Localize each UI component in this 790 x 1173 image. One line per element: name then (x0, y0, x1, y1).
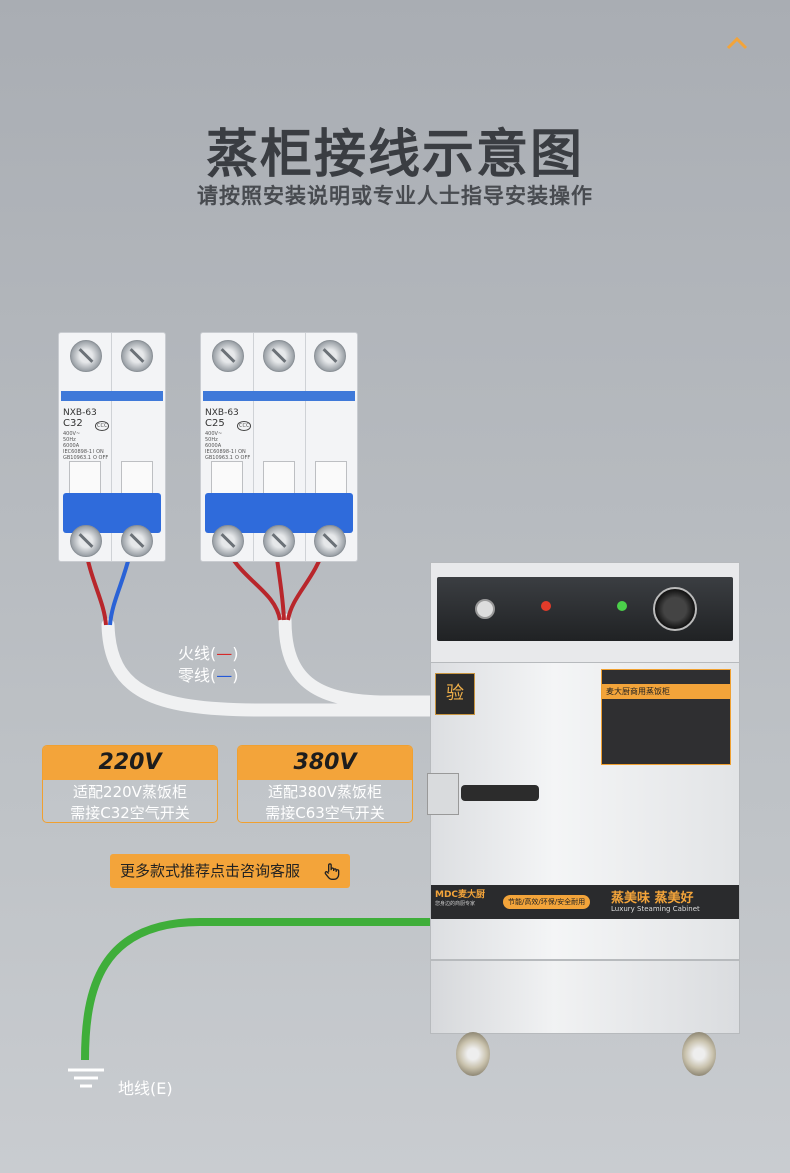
breaker-lever[interactable] (263, 461, 295, 497)
screw-icon (263, 340, 295, 372)
breaker-std2: GB10963.1 (63, 455, 91, 461)
caster-wheel-icon (456, 1032, 490, 1076)
screw-icon (70, 525, 102, 557)
brand-strip: MDC麦大厨 您身边的商厨专家 节能/高效/环保/安全耐用 蒸美味 蒸美好 Lu… (431, 885, 739, 919)
screw-icon (121, 340, 153, 372)
screw-icon (121, 525, 153, 557)
features-pill: 节能/高效/环保/安全耐用 (503, 895, 591, 909)
breaker-ccc: CCC (237, 421, 252, 431)
english-slogan: Luxury Steaming Cabinet (611, 905, 700, 913)
hand-pointer-icon (324, 863, 340, 880)
brand-slogan: 您身边的商厨专家 (435, 901, 476, 907)
screw-icon (314, 340, 346, 372)
legend-live-mark: — (216, 644, 233, 663)
breaker-hz: 50Hz (205, 437, 218, 443)
badge-voltage: 380V (238, 746, 412, 780)
badge-line1: 适配380V蒸饭柜 (268, 783, 382, 801)
legend-neutral-label: 零线( (178, 666, 217, 685)
scroll-up-chevron-icon[interactable] (726, 36, 748, 50)
door-sticker: 麦大厨商用蒸饭柜 (601, 669, 731, 765)
breaker-rating: C25 (205, 418, 225, 429)
breaker-lever[interactable] (315, 461, 347, 497)
breaker-model: NXB-63 (205, 408, 239, 418)
badge-220v: 220V 适配220V蒸饭柜 需接C32空气开关 (42, 745, 218, 823)
breaker-std1: IEC60898-1 (205, 449, 235, 455)
badge-line2: 需接C63空气开关 (265, 804, 385, 822)
brand-logo: MDC麦大厨 您身边的商厨专家 (435, 887, 499, 907)
screw-icon (212, 525, 244, 557)
breaker-3pole: NXB-63 C25 CCC 400V~ 50Hz 6000A IEC60898… (200, 332, 358, 562)
breaker-spec: 400V~ (205, 431, 223, 437)
legend-live-label: 火线( (178, 644, 217, 663)
work-indicator-icon (617, 601, 627, 611)
page-title: 蒸柜接线示意图 (205, 125, 584, 185)
steam-cabinet: 验 麦大厨商用蒸饭柜 MDC麦大厨 您身边的商厨专家 节能/高效/环保/安全耐用… (427, 562, 740, 1076)
badge-voltage: 220V (43, 746, 217, 780)
cabinet-lower (430, 960, 740, 1034)
breaker-amp: 6000A (63, 443, 80, 449)
sticker-title: 麦大厨商用蒸饭柜 (602, 684, 730, 699)
breaker-off: O OFF (235, 455, 251, 461)
door-handle[interactable] (461, 785, 539, 801)
consult-service-button[interactable]: 更多款式推荐点击咨询客服 (110, 854, 350, 888)
seal-text: 验 (446, 683, 464, 704)
legend-neutral: 零线(—) (178, 665, 239, 687)
breaker-model: NXB-63 (63, 408, 97, 418)
badge-line2: 需接C32空气开关 (70, 804, 190, 822)
control-panel (437, 577, 733, 641)
taste-slogan: 蒸美味 蒸美好 (611, 891, 694, 906)
breaker-ccc: CCC (95, 421, 110, 431)
quality-seal: 验 (435, 673, 475, 715)
breaker-lever[interactable] (69, 461, 101, 497)
screw-icon (70, 340, 102, 372)
legend-close: ) (232, 666, 239, 685)
breaker-amp: 6000A (205, 443, 222, 449)
legend-neutral-mark: — (216, 666, 233, 685)
breaker-spec: 400V~ (63, 431, 81, 437)
consult-label: 更多款式推荐点击咨询客服 (120, 862, 301, 880)
cabinet-door: 验 麦大厨商用蒸饭柜 MDC麦大厨 您身边的商厨专家 节能/高效/环保/安全耐用… (427, 662, 740, 960)
power-indicator-icon (541, 601, 551, 611)
breaker-lever[interactable] (211, 461, 243, 497)
page-subtitle: 请按照安装说明或专业人士指导安装操作 (197, 184, 593, 208)
timer-knob-icon[interactable] (653, 587, 697, 631)
breaker-on: I ON (93, 449, 104, 455)
breaker-2pole: NXB-63 C32 CCC 400V~ 50Hz 6000A IEC60898… (58, 332, 166, 562)
legend-live: 火线(—) (178, 643, 239, 665)
breaker-off: O OFF (93, 455, 109, 461)
breaker-on: I ON (235, 449, 246, 455)
breaker-lever[interactable] (121, 461, 153, 497)
breaker-rating: C32 (63, 418, 83, 429)
badge-line1: 适配220V蒸饭柜 (73, 783, 187, 801)
screw-icon (263, 525, 295, 557)
door-hinge (427, 773, 459, 815)
screw-icon (212, 340, 244, 372)
badge-380v: 380V 适配380V蒸饭柜 需接C63空气开关 (237, 745, 413, 823)
brand-name: MDC麦大厨 (435, 890, 486, 900)
caster-wheel-icon (682, 1032, 716, 1076)
breaker-hz: 50Hz (63, 437, 76, 443)
legend-close: ) (232, 644, 239, 663)
wire-legend: 火线(—) 零线(—) (178, 643, 239, 687)
screw-icon (314, 525, 346, 557)
power-switch-icon[interactable] (475, 599, 495, 619)
ground-label: 地线(E) (118, 1079, 173, 1098)
breaker-std1: IEC60898-1 (63, 449, 93, 455)
breaker-std2: GB10963.1 (205, 455, 233, 461)
